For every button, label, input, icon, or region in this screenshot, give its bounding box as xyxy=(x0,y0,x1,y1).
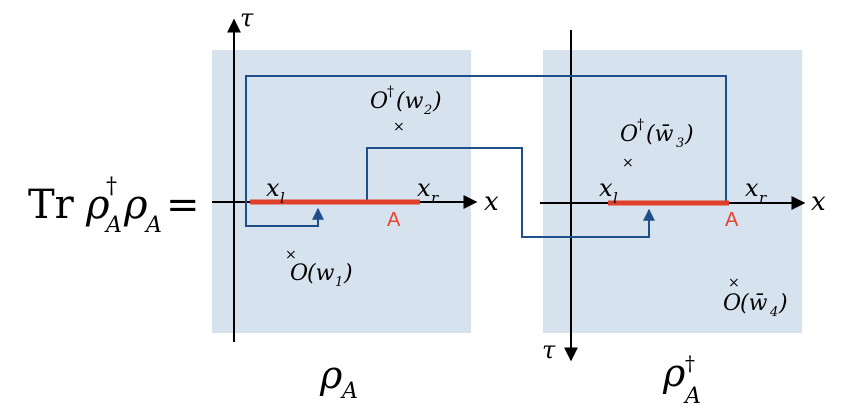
right-x-label: x xyxy=(811,187,826,217)
right-op-bottom-sub: 4 xyxy=(769,305,778,320)
right-caption-rho: ρ xyxy=(662,351,686,395)
left-op-top-sub: 2 xyxy=(423,103,432,118)
left-xl-subscript: l xyxy=(280,189,285,207)
left-interval-label: A xyxy=(387,209,401,231)
left-xr-subscript: r xyxy=(431,189,439,207)
left-op-bottom-o: O xyxy=(290,261,308,286)
right-op-top-dagger: † xyxy=(637,117,644,133)
right-op-bottom-close: ) xyxy=(778,291,788,316)
right-caption-dagger: † xyxy=(685,351,695,375)
left-op-bottom-close: ) xyxy=(343,261,353,286)
left-tau-label: τ xyxy=(240,4,254,32)
right-op-top-sub: 3 xyxy=(676,136,684,151)
right-caption-sub: A xyxy=(683,384,701,409)
subscript-a: A xyxy=(144,213,162,238)
left-x-label: x xyxy=(484,187,499,217)
right-xl-label: x xyxy=(599,174,613,202)
left-xl-label: x xyxy=(266,174,280,202)
inner-gluing-path xyxy=(366,147,655,238)
left-op-top-marker: × xyxy=(393,119,405,135)
left-caption-sub: A xyxy=(340,379,358,404)
right-op-bottom-o: O xyxy=(723,291,741,316)
right-op-bottom-marker: × xyxy=(728,275,740,291)
rho-symbol: ρ xyxy=(123,182,148,228)
left-op-bottom-arg: (w xyxy=(307,261,335,286)
trace-symbol: Tr xyxy=(28,182,75,228)
right-op-top-close: ) xyxy=(684,122,694,147)
right-op-top-o: O xyxy=(620,122,638,147)
left-op-top-close: ) xyxy=(432,89,442,114)
dagger-superscript: † xyxy=(106,174,117,199)
right-interval-label: A xyxy=(725,209,739,231)
left-op-top-dagger: † xyxy=(387,84,394,100)
right-op-top-arg: (w̄ xyxy=(646,122,674,147)
right-op-bottom-arg: (w̄ xyxy=(740,291,768,316)
gluing-path xyxy=(245,75,727,238)
right-xl-subscript: l xyxy=(613,189,618,207)
right-tau-label: τ xyxy=(542,336,556,364)
left-panel-labels: τ x x l x r A O † (w 2 ) × × O (w 1 ) ρ … xyxy=(240,4,499,404)
right-op-top-marker: × xyxy=(622,155,634,171)
subscript-a: A xyxy=(104,213,122,238)
left-op-bottom-marker: × xyxy=(285,247,297,263)
equals-sign: = xyxy=(166,182,200,228)
left-panel-background xyxy=(212,50,471,333)
right-xr-label: x xyxy=(745,174,759,202)
left-op-bottom-sub: 1 xyxy=(335,275,343,290)
left-op-top-arg: (w xyxy=(396,89,424,114)
outer-gluing-path xyxy=(245,75,727,227)
right-panel-labels: τ x x l x r A O † (w̄ 3 ) × × O (w̄ 4 ) … xyxy=(542,117,826,409)
left-xr-label: x xyxy=(417,174,431,202)
right-panel-background xyxy=(543,50,802,333)
left-caption-rho: ρ xyxy=(319,353,343,397)
rho-dagger-symbol: ρ xyxy=(85,182,110,228)
trace-equation: Tr ρ † A ρ A = xyxy=(28,174,200,238)
left-op-top-o: O xyxy=(370,89,388,114)
right-xr-subscript: r xyxy=(759,189,767,207)
